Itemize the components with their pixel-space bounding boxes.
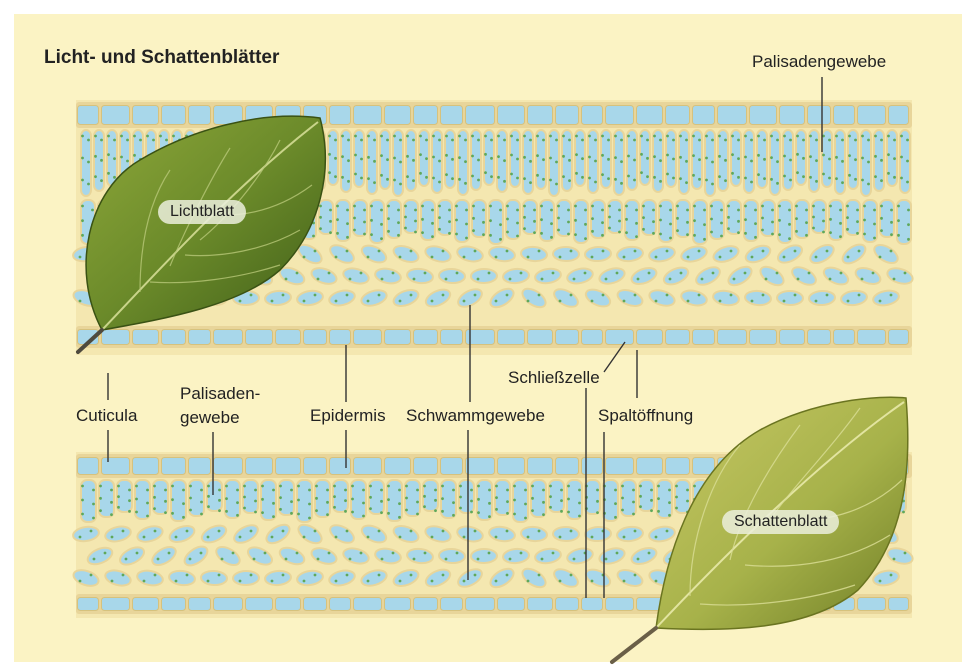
label-palisaden-line1: Palisaden- [180,384,260,404]
label-palisaden-line2: gewebe [180,408,240,428]
label-lichtblatt: Lichtblatt [158,200,246,224]
label-spaltoeffnung: Spaltöffnung [598,406,693,426]
label-cuticula: Cuticula [76,406,137,426]
upper-epidermis-top [76,102,912,128]
label-epidermis: Epidermis [310,406,386,426]
label-palisadengewebe-top: Palisadengewebe [752,52,886,72]
label-schwammgewebe: Schwammgewebe [406,406,545,426]
diagram-title: Licht- und Schattenblätter [44,47,279,69]
label-schattenblatt: Schattenblatt [722,510,839,534]
upper-epidermis-bottom [76,326,912,348]
label-schliesszelle: Schließzelle [508,368,600,388]
